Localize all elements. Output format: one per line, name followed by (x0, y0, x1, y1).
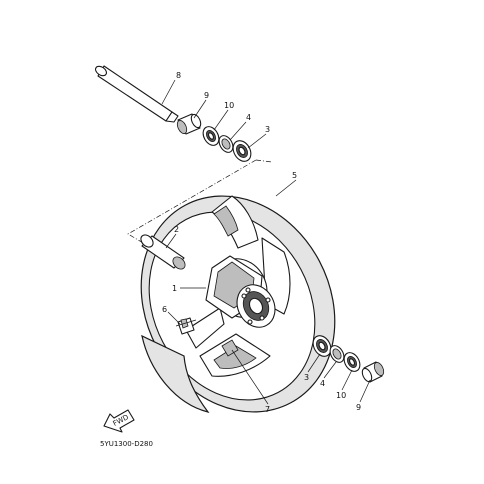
oil-seal-part-top (202, 126, 220, 146)
callout-8: 8 (176, 71, 181, 80)
diagram-code: 5YU1300-D280 (100, 440, 153, 448)
collar-part-bottom (361, 361, 385, 383)
callout-7: 7 (265, 405, 270, 414)
assembly-guide-line-end (255, 159, 273, 163)
callout-4-bottom: 4 (320, 379, 325, 388)
callout-9-top: 9 (204, 91, 209, 100)
collar-part-top (176, 113, 202, 135)
wheel-bearing-part-bottom (312, 335, 332, 357)
bearing-part-top (218, 135, 234, 153)
callout-5: 5 (292, 171, 297, 180)
spacer-part (140, 234, 186, 270)
callout-9-bottom: 9 (356, 403, 361, 412)
wheel-tire-part (140, 195, 336, 413)
valve-part (175, 317, 197, 335)
axle-part (94, 65, 179, 123)
callout-3-top: 3 (265, 125, 270, 134)
leader-lines (161, 79, 371, 405)
callout-3-bottom: 3 (304, 373, 309, 382)
callout-4-top: 4 (246, 113, 251, 122)
callout-10-bottom: 10 (336, 391, 346, 400)
balance-weight-part (221, 339, 239, 357)
bearing-part-bottom (329, 345, 345, 363)
forward-arrow-icon: FWD (103, 409, 135, 433)
callout-6: 6 (162, 305, 167, 314)
callout-2: 2 (174, 225, 179, 234)
wheel-bearing-part-top (232, 140, 252, 162)
oil-seal-part-bottom (343, 352, 361, 372)
callout-1: 1 (172, 284, 177, 293)
callout-10-top: 10 (224, 101, 234, 110)
